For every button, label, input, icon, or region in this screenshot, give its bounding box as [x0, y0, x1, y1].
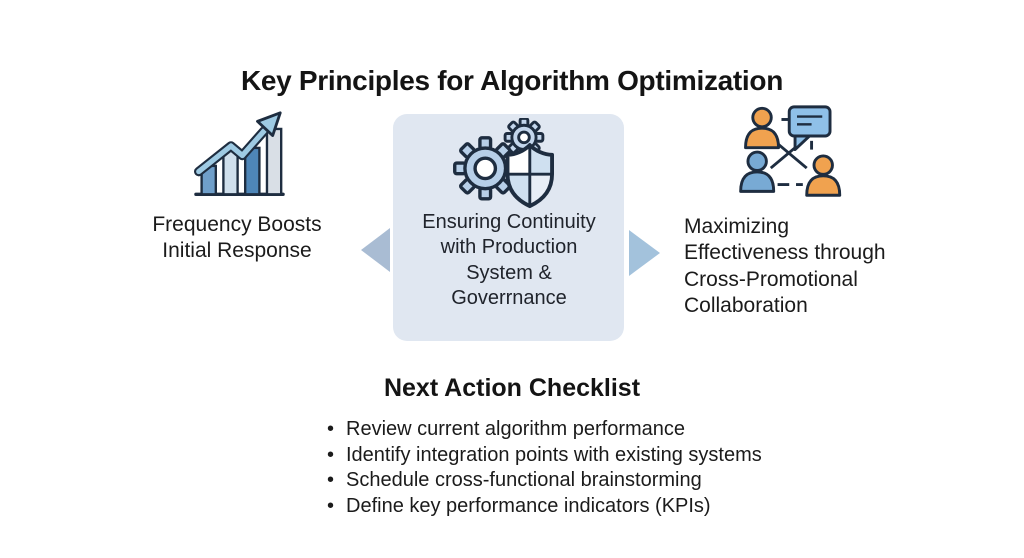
checklist-item: Schedule cross-functional brainstorming: [327, 468, 762, 494]
checklist-item: Identify integration points with existin…: [327, 443, 762, 469]
checklist: Review current algorithm performance Ide…: [327, 417, 762, 519]
right-arrow-icon: [629, 230, 660, 276]
gears-shield-icon: [452, 117, 564, 215]
left-principle-label: Frequency Boosts Initial Response: [152, 213, 322, 263]
left-arrow-icon: [361, 228, 390, 272]
checklist-item: Define key performance indicators (KPIs): [327, 494, 762, 520]
checklist-item: Review current algorithm performance: [327, 417, 762, 443]
center-principle-label: Ensuring Continuity with Production Syst…: [422, 211, 596, 310]
checklist-title: Next Action Checklist: [383, 374, 641, 402]
page-title: Key Principles for Algorithm Optimizatio…: [240, 64, 784, 96]
collaboration-people-icon: [737, 102, 857, 209]
right-principle-label: Maximizing Effectiveness through Cross-P…: [684, 215, 886, 318]
growth-bar-chart-icon: [192, 110, 287, 205]
